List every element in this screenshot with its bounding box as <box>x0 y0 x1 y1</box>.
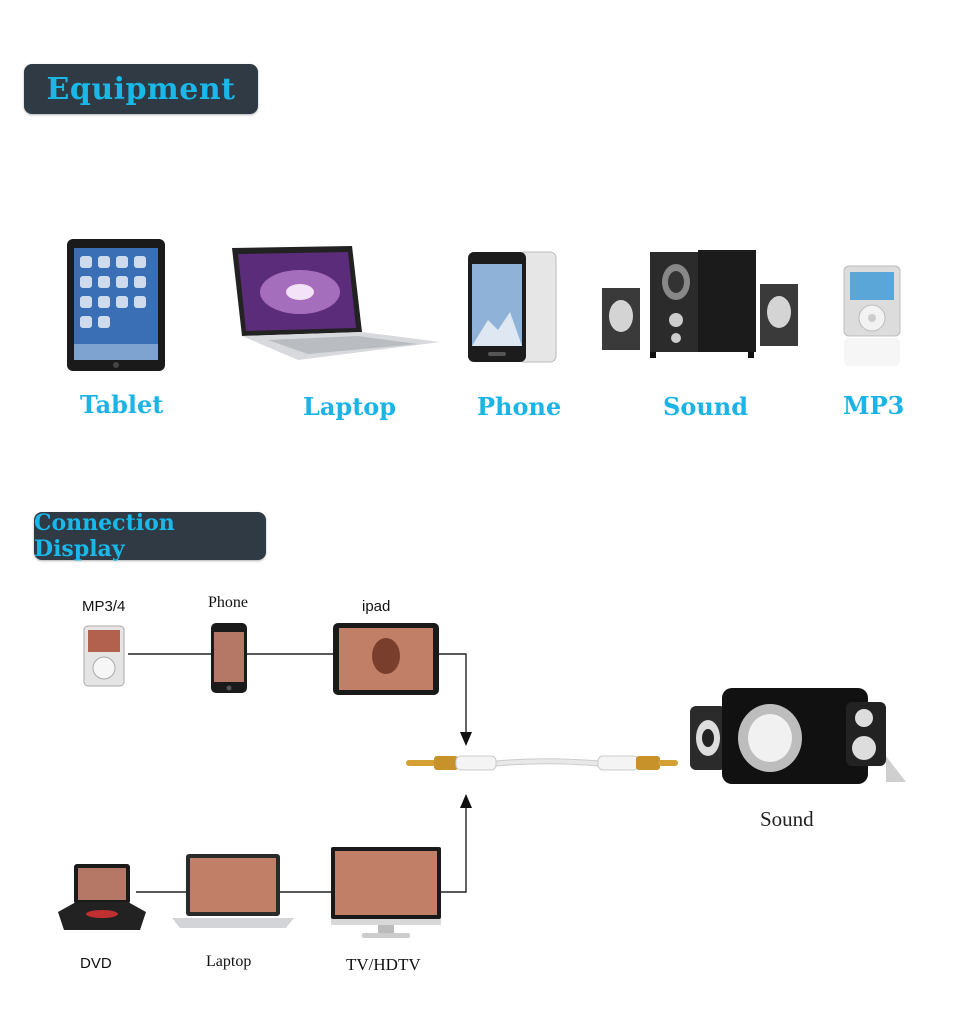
phone-icon <box>210 622 248 694</box>
connection-label-tv: TV/HDTV <box>346 955 421 974</box>
mp3-player-icon <box>842 264 902 368</box>
connection-label-sound: Sound <box>760 807 814 831</box>
equipment-label-tablet: Tablet <box>80 390 164 419</box>
equipment-label-mp3: MP3 <box>843 391 905 420</box>
connection-section-title: Connection Display <box>34 510 266 562</box>
laptop-icon <box>168 852 298 930</box>
connection-label-laptop: Laptop <box>206 953 252 970</box>
ipad-icon <box>332 622 440 696</box>
tv-icon <box>330 846 442 942</box>
equipment-label-sound: Sound <box>663 392 749 421</box>
equipment-section-title: Equipment <box>24 64 258 114</box>
tablet-icon <box>66 238 166 372</box>
equipment-label-laptop: Laptop <box>303 392 397 421</box>
dvd-player-icon <box>56 862 148 934</box>
connection-label-ipad: ipad <box>362 598 391 615</box>
connection-label-dvd: DVD <box>80 955 112 972</box>
equipment-label-phone: Phone <box>477 392 562 421</box>
speaker-icon <box>688 686 908 794</box>
connection-label-mp34: MP3/4 <box>82 598 126 615</box>
connection-label-phone: Phone <box>208 594 248 611</box>
phone-icon <box>466 250 558 364</box>
speaker-icon <box>598 248 802 360</box>
mp3-player-icon <box>82 624 126 690</box>
laptop-icon <box>228 244 443 362</box>
